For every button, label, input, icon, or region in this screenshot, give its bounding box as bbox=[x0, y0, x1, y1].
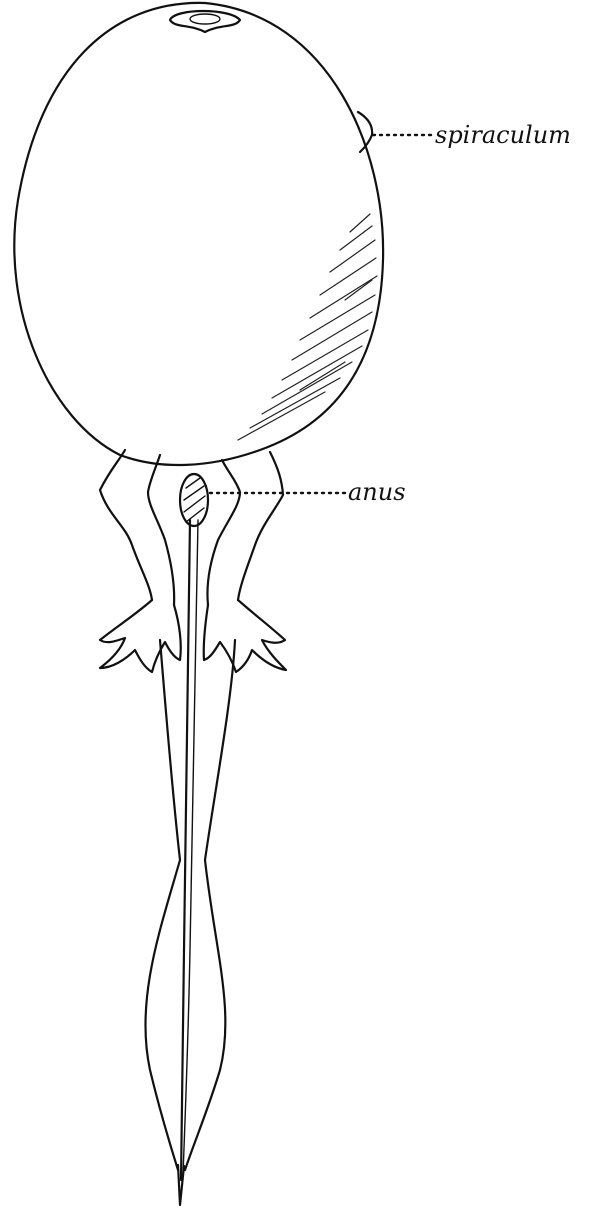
spiraculum-label: spiraculum bbox=[435, 121, 571, 149]
body-shading bbox=[238, 214, 377, 440]
label-anus-group: anus bbox=[210, 478, 406, 506]
anus-structure bbox=[180, 474, 208, 526]
left-hind-leg bbox=[100, 450, 181, 672]
mouth-opening bbox=[190, 14, 220, 24]
tail bbox=[145, 520, 235, 1205]
body bbox=[14, 3, 383, 465]
label-spiraculum-group: spiraculum bbox=[373, 121, 571, 149]
anus-label: anus bbox=[348, 478, 406, 506]
right-hind-leg bbox=[204, 452, 286, 672]
